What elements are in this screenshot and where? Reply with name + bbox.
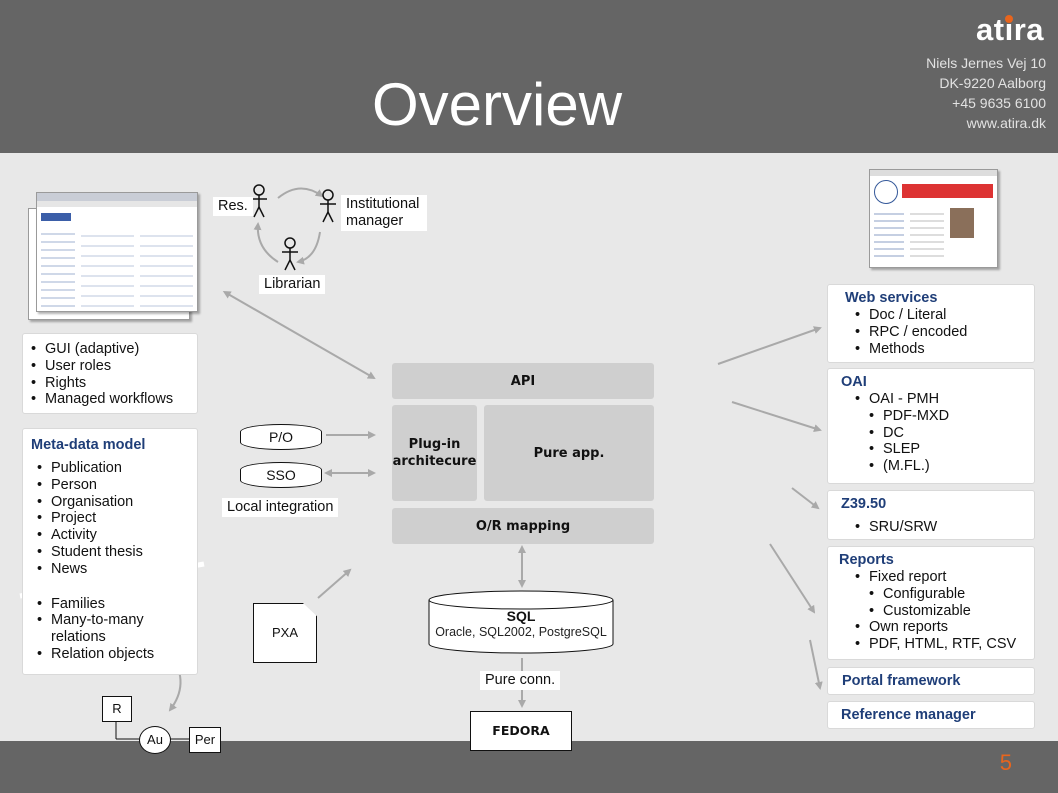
list-item: DC xyxy=(855,425,1034,442)
logo-dot-icon xyxy=(1005,15,1014,23)
list-item: Person xyxy=(37,477,189,494)
box-title: Reference manager xyxy=(841,707,976,723)
metadata-model-box: Meta-data model Publication Person Organ… xyxy=(22,428,198,675)
list-item: Project xyxy=(37,510,189,527)
api-layer: API xyxy=(392,363,654,399)
plugin-architecture-layer: Plug-in architecure xyxy=(392,405,477,501)
page-number: 5 xyxy=(999,750,1012,775)
actor-manager-label: Institutional manager xyxy=(341,195,427,231)
list-item: Fixed report xyxy=(855,569,1034,586)
actor-researcher-label: Res. xyxy=(213,197,253,216)
address-line: Niels Jernes Vej 10 xyxy=(926,55,1046,71)
z3950-box: Z39.50 SRU/SRW xyxy=(827,490,1035,540)
list-item: Customizable xyxy=(855,603,1034,620)
slide-title: Overview xyxy=(371,71,623,138)
box-title: Reports xyxy=(839,552,894,568)
list-item: SLEP xyxy=(855,441,1034,458)
list-item: Rights xyxy=(31,375,189,392)
web-services-box: Web services Doc / Literal RPC / encoded… xyxy=(827,284,1035,363)
list-item: Student thesis xyxy=(37,544,189,561)
list-item: OAI - PMH xyxy=(855,391,1034,408)
list-item: Managed workflows xyxy=(31,391,189,408)
reports-box: Reports Fixed report Configurable Custom… xyxy=(827,546,1035,660)
list-item: News xyxy=(37,561,189,578)
list-item: Organisation xyxy=(37,494,189,511)
list-item: Publication xyxy=(37,460,189,477)
list-item: Many-to-many xyxy=(37,612,189,629)
website-line: www.atira.dk xyxy=(966,115,1046,131)
box-title: Meta-data model xyxy=(31,437,146,453)
gui-features-box: GUI (adaptive) User roles Rights Managed… xyxy=(22,333,198,414)
address-line: DK-9220 Aalborg xyxy=(939,75,1046,91)
fedora-box: FEDORA xyxy=(470,711,572,751)
box-title: Web services xyxy=(845,290,938,306)
oai-box: OAI OAI - PMH PDF-MXD DC SLEP (M.FL.) xyxy=(827,368,1035,484)
phone-line: +45 9635 6100 xyxy=(952,95,1046,111)
box-title: Portal framework xyxy=(842,673,961,689)
list-item: GUI (adaptive) xyxy=(31,341,189,358)
list-item: Configurable xyxy=(855,586,1034,603)
list-item: Doc / Literal xyxy=(855,307,1034,324)
actor-figures xyxy=(251,184,336,271)
list-item: (M.FL.) xyxy=(855,458,1034,475)
po-cylinder: P/O xyxy=(240,424,322,450)
sql-subtitle: Oracle, SQL2002, PostgreSQL xyxy=(435,625,607,639)
company-address: Niels Jernes Vej 10 DK-9220 Aalborg +45 … xyxy=(926,53,1046,133)
relation-au-node: Au xyxy=(139,726,171,754)
list-item: Own reports xyxy=(855,619,1034,636)
box-title: OAI xyxy=(841,374,867,390)
relation-per-box: Per xyxy=(189,727,221,753)
box-title: Z39.50 xyxy=(841,496,887,512)
sql-title: SQL xyxy=(506,608,536,624)
reference-manager-box: Reference manager xyxy=(827,701,1035,729)
actor-librarian-label: Librarian xyxy=(259,275,326,294)
list-item: PDF-MXD xyxy=(855,408,1034,425)
list-item: Methods xyxy=(855,341,1034,358)
gui-screenshot xyxy=(36,192,198,312)
list-item: PDF, HTML, RTF, CSV xyxy=(855,636,1034,653)
list-item: Activity xyxy=(37,527,189,544)
list-item: User roles xyxy=(31,358,189,375)
portal-framework-box: Portal framework xyxy=(827,667,1035,695)
list-item: SRU/SRW xyxy=(855,519,1034,536)
pure-conn-label: Pure conn. xyxy=(480,671,561,690)
list-item: RPC / encoded xyxy=(855,324,1034,341)
sso-cylinder: SSO xyxy=(240,462,322,488)
list-item: relations xyxy=(51,629,106,646)
sql-database: SQL Oracle, SQL2002, PostgreSQL xyxy=(428,590,614,654)
pxa-document: PXA xyxy=(253,603,317,663)
pure-app-layer: Pure app. xyxy=(484,405,654,501)
relation-r-box: R xyxy=(102,696,132,722)
local-integration-label: Local integration xyxy=(222,498,339,517)
web-page-screenshot xyxy=(869,169,998,268)
list-item: Families xyxy=(37,596,189,613)
or-mapping-layer: O/R mapping xyxy=(392,508,654,544)
list-item: Relation objects xyxy=(37,646,189,663)
